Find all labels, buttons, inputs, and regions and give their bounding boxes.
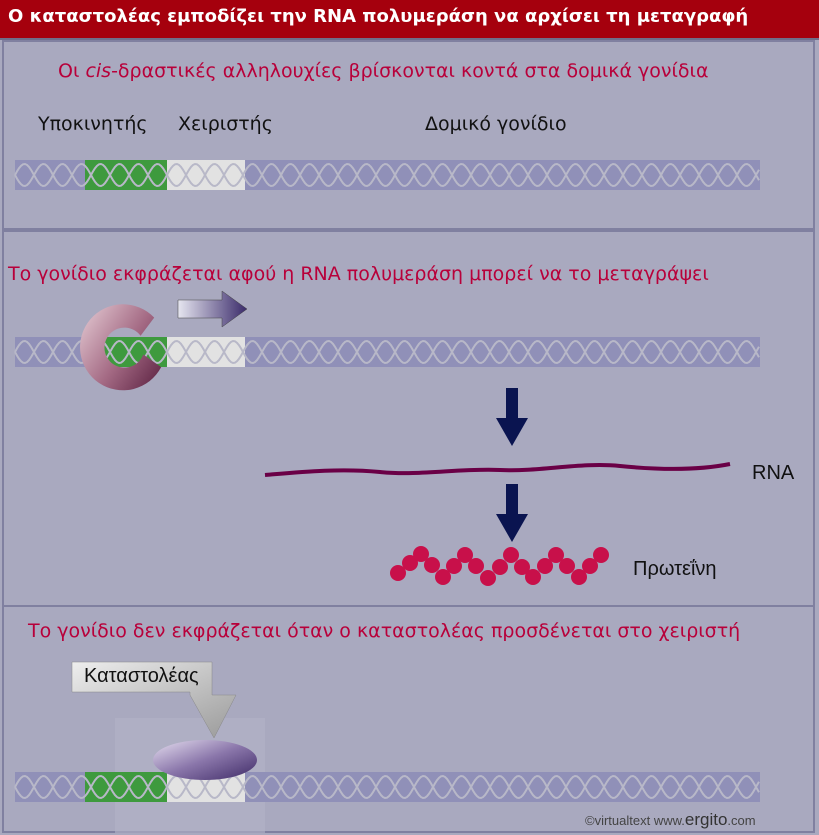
rna-strand <box>264 462 731 477</box>
down-arrow-2 <box>496 484 528 542</box>
protein-label: Πρωτεΐνη <box>633 558 717 580</box>
repressor-label: Καταστολέας <box>84 665 199 687</box>
panel1-caption: Οι cis-δραστικές αλληλουχίες βρίσκονται … <box>58 60 709 82</box>
operator-label: Χειριστής <box>178 113 273 135</box>
credit-text: ©virtualtext www.ergito.com <box>585 810 756 829</box>
dna-strand-2 <box>14 337 760 367</box>
helix-backbone <box>14 162 760 188</box>
promoter-label: Υποκινητής <box>38 113 148 135</box>
helix-backbone <box>14 162 760 188</box>
repressor-icon <box>153 740 257 780</box>
panel3-caption: Το γονίδιο δεν εκφράζεται όταν ο καταστο… <box>28 620 741 642</box>
page-title: Ο καταστολέας εμποδίζει την RNA πολυμερά… <box>8 6 749 27</box>
title-bar: Ο καταστολέας εμποδίζει την RNA πολυμερά… <box>0 0 819 40</box>
rna-label: RNA <box>752 462 795 484</box>
helix-backbone <box>14 339 760 365</box>
protein-chain <box>390 546 609 586</box>
panel2-caption: Το γονίδιο εκφράζεται αφού η RNA πολυμερ… <box>8 263 709 285</box>
dna-strand-3 <box>14 772 760 802</box>
rna-polymerase-icon <box>80 304 162 391</box>
helix-backbone <box>14 774 760 800</box>
structural-gene-label: Δομικό γονίδιο <box>425 113 567 135</box>
down-arrow-1 <box>496 388 528 446</box>
panel-gene-repressed <box>2 605 815 833</box>
helix-backbone <box>14 774 760 800</box>
dna-strand-1 <box>14 160 760 190</box>
panel-cis-sequences <box>2 40 815 230</box>
transcription-direction-arrow <box>177 290 248 328</box>
repressor-arrow <box>71 661 237 739</box>
